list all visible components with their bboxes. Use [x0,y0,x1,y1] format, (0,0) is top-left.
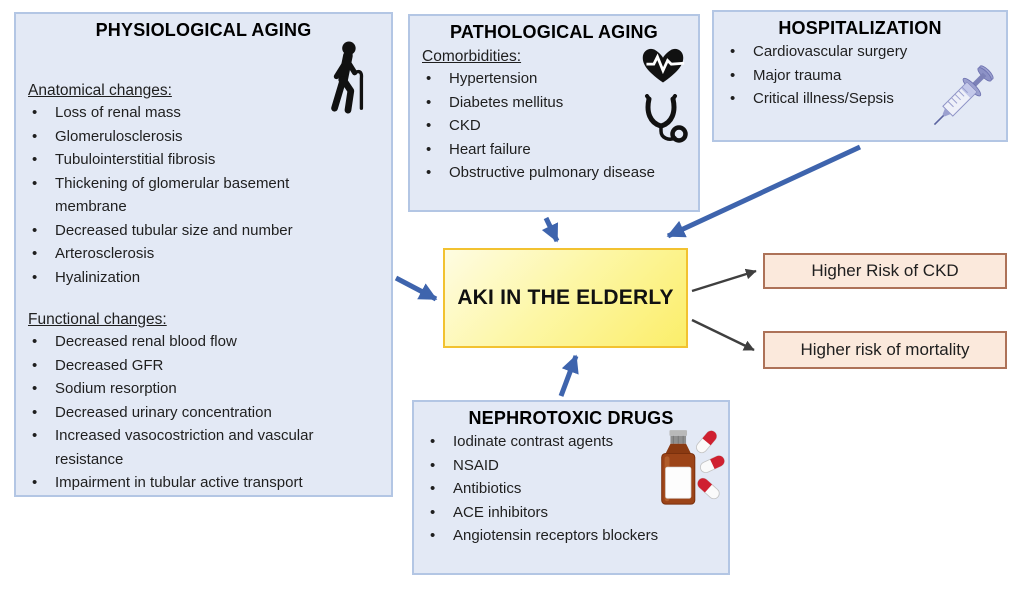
list-item: Glomerulosclerosis [28,125,379,149]
list-item: Hypertension [422,67,686,91]
outcome-mortality-box: Higher risk of mortality [763,331,1007,369]
list-item-text: Hyalinization [55,268,141,286]
list-item: Tubulointerstitial fibrosis [28,148,379,172]
list-item-text: Decreased renal blood flow [55,333,237,350]
pathological-aging-title: PATHOLOGICAL AGING [450,22,658,42]
list-item-text: Thickening of glomerular basement membra… [55,174,290,216]
list-item: NSAID [426,454,716,478]
list-item-text: CKD [449,117,481,134]
list-item: Heart failure [422,138,686,162]
list-item: Increased vasocostriction and vascular r… [28,424,379,471]
list-item-text: Impairment in tubular active transport [55,474,303,491]
hospitalization-panel: HOSPITALIZATION Cardiovascular surgery M… [712,10,1008,142]
list-item: Decreased urinary concentration [28,401,379,425]
nephrotoxic-drugs-title: NEPHROTOXIC DRUGS [468,408,674,428]
list-item-text: Increased vasocostriction and vascular r… [55,427,314,468]
list-item: Loss of renal mass [28,101,379,125]
outcome-ckd-box: Higher Risk of CKD [763,253,1007,289]
arrow-aki-to-ckd [691,268,757,293]
list-item: Major trauma [726,64,994,88]
hospitalization-list: Cardiovascular surgery Major trauma Crit… [726,40,994,111]
list-item-text: Cardiovascular surgery [753,43,908,60]
functional-changes-heading: Functional changes: [28,311,167,328]
list-item-text: Iodinate contrast agents [453,433,614,450]
pathological-aging-panel: PATHOLOGICAL AGING Comorbidities: Hypert… [408,14,700,212]
list-item: Impairment in tubular active transport [28,471,379,495]
list-item-text: Arterosclerosis [55,245,155,262]
list-item: Decreased GFR [28,354,379,378]
anatomical-changes-heading: Anatomical changes: [28,82,172,99]
outcome-ckd-label: Higher Risk of CKD [811,261,959,280]
list-item: Angiotensin receptors blockers [426,524,716,548]
outcome-mortality-label: Higher risk of mortality [800,340,970,359]
arrow-aki-to-mortality [691,318,755,352]
arrow-physiological-to-aki [394,275,438,302]
list-item-text: Diabetes mellitus [449,93,564,111]
list-item: Critical illness/Sepsis [726,87,994,111]
list-item-text: Angiotensin receptors blockers [453,527,659,544]
aki-center-box: AKI IN THE ELDERLY [443,248,688,348]
physiological-aging-title: PHYSIOLOGICAL AGING [95,20,312,40]
anatomical-changes-list: Loss of renal mass Glomerulosclerosis Tu… [28,101,379,289]
aki-center-label: AKI IN THE ELDERLY [457,286,674,309]
arrow-nephrotoxic-to-aki [558,354,579,397]
list-item-text: Critical illness/Sepsis [753,90,894,107]
list-item: Diabetes mellitus [422,91,686,115]
physiological-aging-panel: PHYSIOLOGICAL AGING Anatomical changes: … [14,12,393,497]
list-item: Thickening of glomerular basement membra… [28,172,379,219]
list-item-text: Glomerulosclerosis [55,127,183,145]
nephrotoxic-list: Iodinate contrast agents NSAID Antibioti… [426,430,716,548]
hospitalization-title: HOSPITALIZATION [778,18,942,38]
functional-changes-list: Decreased renal blood flow Decreased GFR… [28,330,379,495]
list-item: Cardiovascular surgery [726,40,994,64]
list-item-text: Obstructive pulmonary disease [449,164,655,181]
list-item: Obstructive pulmonary disease [422,161,686,185]
comorbidities-list: Hypertension Diabetes mellitus CKD Heart… [422,67,686,185]
list-item-text: ACE inhibitors [453,503,549,521]
list-item: Iodinate contrast agents [426,430,716,454]
list-item: Antibiotics [426,477,716,501]
list-item-text: Loss of renal mass [55,104,181,121]
list-item: ACE inhibitors [426,501,716,525]
list-item-text: Sodium resorption [55,380,177,397]
list-item: Decreased tubular size and number [28,219,379,243]
list-item-text: NSAID [453,456,499,474]
list-item-text: Antibiotics [453,480,522,497]
list-item: Sodium resorption [28,377,379,401]
list-item: CKD [422,114,686,138]
list-item-text: Decreased tubular size and number [55,221,293,239]
list-item: Hyalinization [28,266,379,290]
comorbidities-heading: Comorbidities: [422,48,522,65]
list-item-text: Tubulointerstitial fibrosis [55,151,216,168]
list-item-text: Decreased urinary concentration [55,403,272,421]
list-item: Arterosclerosis [28,242,379,266]
arrow-pathological-to-aki [541,216,560,243]
list-item: Decreased renal blood flow [28,330,379,354]
list-item-text: Major trauma [753,66,842,84]
list-item-text: Hypertension [449,70,538,87]
nephrotoxic-drugs-panel: NEPHROTOXIC DRUGS Iodinate contras [412,400,730,575]
list-item-text: Heart failure [449,140,531,158]
list-item-text: Decreased GFR [55,356,164,374]
